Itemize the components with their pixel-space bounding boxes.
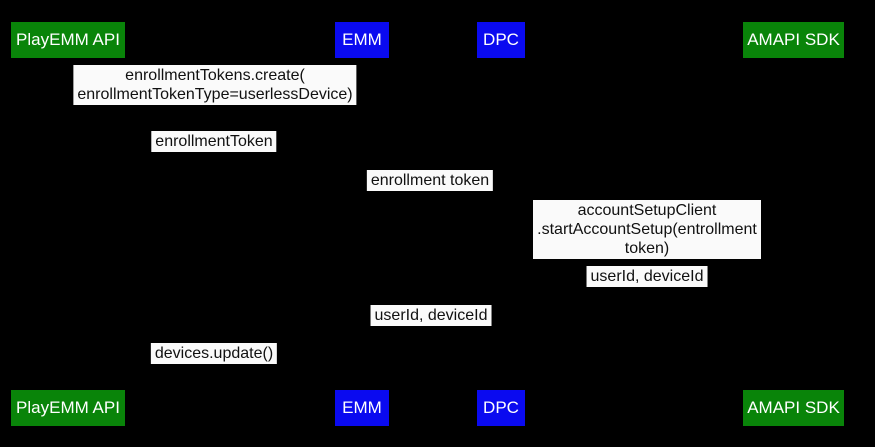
actor-playemm-api-top: PlayEMM API bbox=[11, 22, 125, 58]
message-devices-update: devices.update() bbox=[150, 343, 278, 364]
message-enrollment-tokens-create: enrollmentTokens.create( enrollmentToken… bbox=[73, 65, 357, 105]
actor-playemm-api-bottom: PlayEMM API bbox=[11, 390, 125, 426]
actor-emm-top: EMM bbox=[335, 22, 389, 58]
actor-amapi-sdk-top: AMAPI SDK bbox=[743, 22, 844, 58]
message-userid-deviceid-return: userId, deviceId bbox=[586, 266, 708, 287]
actor-amapi-sdk-bottom: AMAPI SDK bbox=[743, 390, 844, 426]
message-enrollment-token: enrollment token bbox=[366, 170, 494, 191]
actor-dpc-bottom: DPC bbox=[477, 390, 525, 426]
message-enrollment-token-return: enrollmentToken bbox=[151, 131, 277, 152]
message-userid-deviceid: userId, deviceId bbox=[370, 305, 492, 326]
actor-emm-bottom: EMM bbox=[335, 390, 389, 426]
message-start-account-setup: accountSetupClient .startAccountSetup(en… bbox=[533, 200, 761, 259]
actor-dpc-top: DPC bbox=[477, 22, 525, 58]
